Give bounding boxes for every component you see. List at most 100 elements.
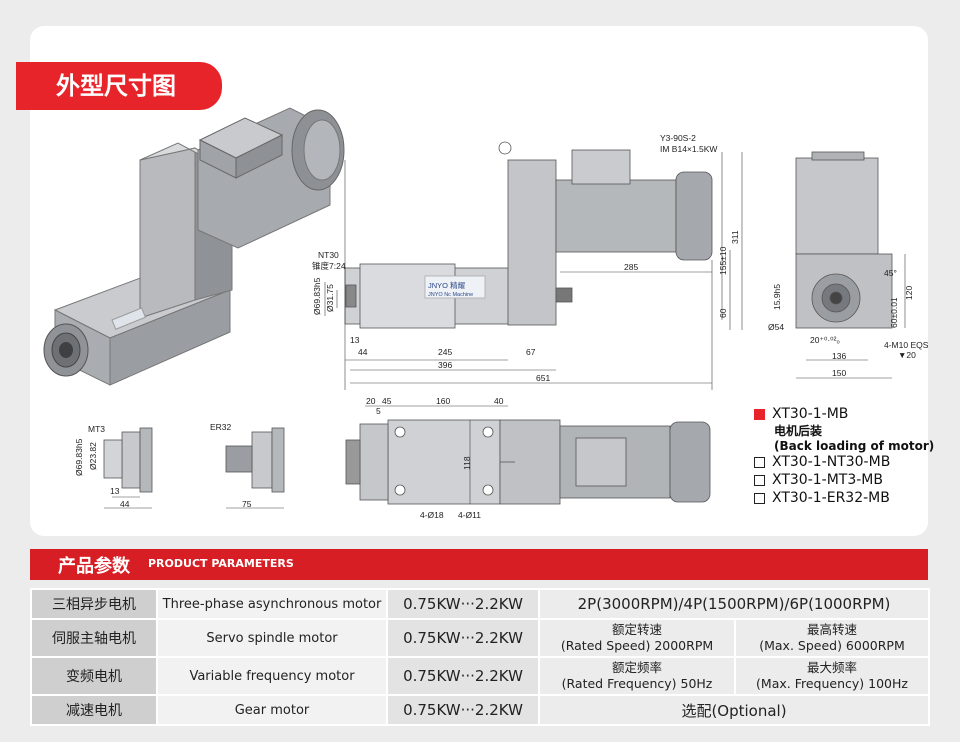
rated-speed-cell: 额定转速(Rated Speed) 2000RPM <box>538 618 736 658</box>
thread-depth-label: ▼20 <box>898 350 916 360</box>
dim-651-label: 651 <box>536 373 550 383</box>
power-range: 0.75KW···2.2KW <box>386 694 540 726</box>
table-row: 伺服主轴电机 Servo spindle motor 0.75KW···2.2K… <box>30 618 930 658</box>
motor-tag-label-2: IM B14×1.5KW <box>660 144 717 154</box>
checkbox-empty-icon <box>754 493 765 504</box>
params-table: 三相异步电机 Three-phase asynchronous motor 0.… <box>30 588 930 726</box>
legend-item-er32: XT30-1-ER32-MB <box>754 490 934 507</box>
max-frequency-en: (Max. Frequency) 100Hz <box>756 676 908 691</box>
dim-120-label: 120 <box>904 286 914 300</box>
top-view-drawing <box>345 405 711 505</box>
dim-60-label: 60 <box>718 308 728 318</box>
params-title-cn: 产品参数 <box>58 556 130 577</box>
dim-150-label: 150 <box>832 368 846 378</box>
er32-label: ER32 <box>210 422 232 432</box>
table-row: 变频电机 Variable frequency motor 0.75KW···2… <box>30 656 930 696</box>
top-dim-45: 45 <box>382 396 392 406</box>
mt3-view-labels: MT3 Ø69.83h5 Ø23.82 13 44 <box>74 424 130 509</box>
nt30-label: NT30 <box>318 250 339 260</box>
brand-label: JNYO 精耀 <box>428 280 466 290</box>
rated-speed-cn: 额定转速 <box>611 622 662 637</box>
product-3d-render <box>43 107 345 386</box>
angle-45-label: 45° <box>884 268 897 278</box>
rated-speed-en: (Rated Speed) 2000RPM <box>560 638 714 653</box>
diameter-69-label: Ø69.83h5 <box>312 277 322 315</box>
er32-view-drawing <box>225 427 285 509</box>
dim-285-label: 285 <box>624 262 638 272</box>
diameter-54-label: Ø54 <box>768 322 784 332</box>
top-view-labels: 20 45 160 40 5 118 4-Ø18 4-Ø11 <box>366 396 504 520</box>
section-title-banner: 外型尺寸图 <box>16 62 222 110</box>
mt3-diameter-label: Ø69.83h5 <box>74 438 84 476</box>
power-range: 0.75KW···2.2KW <box>386 656 540 696</box>
motor-type-cn: 变频电机 <box>30 656 158 696</box>
mt3-label: MT3 <box>88 424 105 434</box>
dim-13-label: 13 <box>350 335 360 345</box>
model-legend: XT30-1-MB 电机后装 (Back loading of motor) X… <box>754 406 934 508</box>
mt3-view-drawing <box>103 427 153 509</box>
params-title-en: PRODUCT PARAMETERS <box>148 557 294 570</box>
dim-136-label: 136 <box>832 351 846 361</box>
legend-sub-cn: 电机后装 <box>774 424 823 438</box>
legend-label: XT30-1-ER32-MB <box>772 490 890 506</box>
legend-sub-en: (Back loading of motor) <box>774 439 935 453</box>
legend-item-mb: XT30-1-MB <box>754 406 934 423</box>
end-view-drawing <box>795 151 906 379</box>
side-view-drawing <box>324 141 743 390</box>
dim-245-label: 245 <box>438 347 452 357</box>
rated-frequency-cell: 额定频率(Rated Frequency) 50Hz <box>538 656 736 696</box>
table-row: 减速电机 Gear motor 0.75KW···2.2KW 选配(Option… <box>30 694 930 726</box>
params-header: 产品参数 PRODUCT PARAMETERS <box>30 549 928 580</box>
brand-sub-label: JNYO Nc Machine <box>428 292 473 298</box>
legend-label: XT30-1-NT30-MB <box>772 454 891 470</box>
taper-label: 锥度7:24 <box>312 261 346 271</box>
legend-label: XT30-1-MT3-MB <box>772 472 883 488</box>
motor-type-en: Servo spindle motor <box>156 618 388 658</box>
motor-type-cn: 三相异步电机 <box>30 588 158 620</box>
top-dim-40: 40 <box>494 396 504 406</box>
motor-type-en: Variable frequency motor <box>156 656 388 696</box>
dim-155-label: 155±10 <box>718 246 728 275</box>
max-speed-cell: 最高转速(Max. Speed) 6000RPM <box>734 618 930 658</box>
max-frequency-cn: 最大频率 <box>806 660 857 675</box>
power-range: 0.75KW···2.2KW <box>386 618 540 658</box>
motor-type-en: Three-phase asynchronous motor <box>156 588 388 620</box>
diameter-31-label: Ø31.75 <box>325 284 335 312</box>
motor-tag-label: Y3-90S-2 <box>660 133 696 143</box>
motor-type-cn: 减速电机 <box>30 694 158 726</box>
checkbox-empty-icon <box>754 457 765 468</box>
dim-44-label: 44 <box>358 347 368 357</box>
thread-label: 4-M10 EQS <box>884 340 929 350</box>
legend-label: XT30-1-MB <box>772 406 849 422</box>
mt3-dim-13: 13 <box>110 486 120 496</box>
dim-20-label: 20⁺⁰·⁰²₀ <box>810 335 840 345</box>
legend-item-mt3: XT30-1-MT3-MB <box>754 472 934 489</box>
dim-311-label: 311 <box>730 230 740 244</box>
checkbox-empty-icon <box>754 475 765 486</box>
dim-60-tol-label: 60±0.01 <box>889 297 899 328</box>
top-dim-160: 160 <box>436 396 450 406</box>
top-dim-20: 20 <box>366 396 376 406</box>
spec-value: 选配(Optional) <box>538 694 930 726</box>
checkbox-filled-icon <box>754 409 765 420</box>
max-speed-cn: 最高转速 <box>806 622 857 637</box>
mt3-diameter-2-label: Ø23.82 <box>88 442 98 470</box>
rated-frequency-cn: 额定频率 <box>611 660 662 675</box>
er32-view-labels: ER32 75 <box>210 422 252 509</box>
rated-frequency-en: (Rated Frequency) 50Hz <box>561 676 713 691</box>
table-row: 三相异步电机 Three-phase asynchronous motor 0.… <box>30 588 930 620</box>
max-frequency-cell: 最大频率(Max. Frequency) 100Hz <box>734 656 930 696</box>
max-speed-en: (Max. Speed) 6000RPM <box>759 638 905 653</box>
end-view-labels: 45° 120 15.9h5 60±0.01 Ø54 20⁺⁰·⁰²₀ 136 … <box>768 268 929 378</box>
spec-value: 2P(3000RPM)/4P(1500RPM)/6P(1000RPM) <box>538 588 930 620</box>
top-hole-11-label: 4-Ø11 <box>458 510 481 520</box>
dim-15-9-label: 15.9h5 <box>772 284 782 310</box>
motor-type-cn: 伺服主轴电机 <box>30 618 158 658</box>
dim-67-label: 67 <box>526 347 536 357</box>
er32-dim-75: 75 <box>242 499 252 509</box>
mt3-dim-44: 44 <box>120 499 130 509</box>
dim-396-label: 396 <box>438 360 452 370</box>
section-title: 外型尺寸图 <box>56 72 176 100</box>
power-range: 0.75KW···2.2KW <box>386 588 540 620</box>
